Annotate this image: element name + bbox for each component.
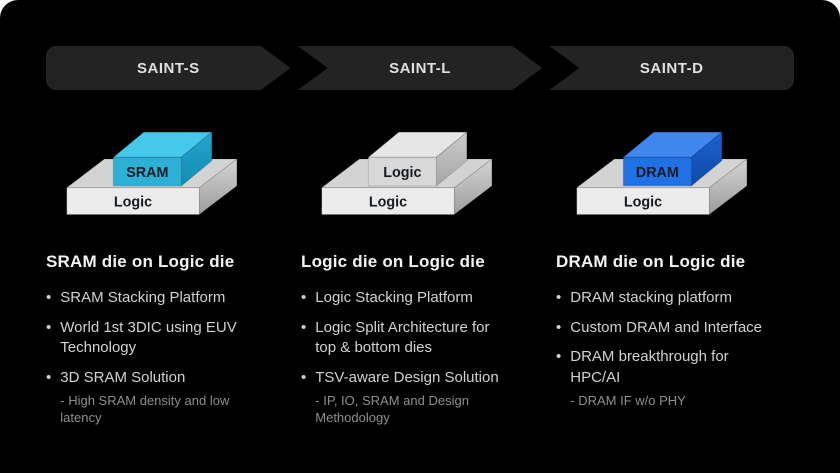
bottom-die-front-face [576,187,710,215]
stage-saint-s: SAINT-S [46,46,291,90]
column-heading: DRAM die on Logic die [556,252,746,271]
column-heading: Logic die on Logic die [301,252,485,271]
dram-on-logic-diagram: DRAM Logic [575,131,749,216]
bullet-item: • Logic Stacking Platform [301,288,538,309]
bottom-die-front-face [66,187,200,215]
bullet-text: TSV-aware Design Solution - IP, IO, SRAM… [315,368,513,427]
bullet-marker: • [46,318,52,336]
bullet-marker: • [301,369,307,387]
bullet-text: SRAM Stacking Platform [60,289,226,306]
bullet-item: • Logic Split Architecture for top & bot… [301,318,538,359]
bullet-item: • TSV-aware Design Solution - IP, IO, SR… [301,368,538,427]
bullet-item: • Custom DRAM and Interface [556,318,793,339]
stage-saint-s-label: SAINT-S [136,59,200,77]
bullet-list: • SRAM Stacking Platform • World 1st 3DI… [46,288,283,427]
bullet-main-text: TSV-aware Design Solution [315,369,499,387]
bullet-marker: • [556,348,562,366]
bullet-marker: • [301,289,307,306]
bullet-list: • DRAM stacking platform • Custom DRAM a… [556,288,793,409]
bullet-item: • 3D SRAM Solution - High SRAM density a… [46,368,283,427]
bullet-item: • SRAM Stacking Platform [46,288,283,309]
bottom-die-label: Logic [369,194,407,210]
top-die-label: DRAM [636,165,679,181]
column-saint-d: DRAM Logic DRAM die on Logic die • DRAM … [556,116,793,436]
stage-saint-l-label: SAINT-L [389,59,451,77]
sub-bullet-text: - IP, IO, SRAM and Design Methodology [315,392,469,426]
sram-on-logic-diagram: SRAM Logic [65,131,239,216]
bottom-die-front-face [321,187,455,215]
bullet-marker: • [556,318,562,336]
bullet-text: World 1st 3DIC using EUV Technology [60,318,237,357]
bullet-marker: • [46,289,52,306]
columns: SRAM Logic SRAM die on Logic die • SRAM … [0,90,840,436]
stage-saint-d-label: SAINT-D [639,59,704,77]
bullet-marker: • [556,289,562,306]
bullet-item: • DRAM stacking platform [556,288,793,309]
sub-bullet-text: - DRAM IF w/o PHY [570,392,686,408]
top-die-front-face [112,156,182,187]
bullet-text: Logic Stacking Platform [315,289,473,306]
logic-on-logic-diagram: Logic Logic [320,131,494,216]
top-die-front-face [367,156,437,187]
bottom-die-label: Logic [114,194,152,210]
bullet-marker: • [301,318,307,336]
bullet-main-text: DRAM breakthrough for HPC/AI [570,348,729,387]
bullet-text: 3D SRAM Solution - High SRAM density and… [60,368,258,427]
top-die-front-face [622,156,692,187]
bullet-item: • DRAM breakthrough for HPC/AI - DRAM IF… [556,347,793,409]
bottom-die-label: Logic [624,194,662,210]
process-bar: SAINT-S SAINT-L SAINT-D [46,46,794,90]
bullet-text: Logic Split Architecture for top & botto… [315,318,490,357]
column-saint-s: SRAM Logic SRAM die on Logic die • SRAM … [46,116,283,436]
bullet-text: DRAM breakthrough for HPC/AI - DRAM IF w… [570,347,768,409]
stage-saint-d: SAINT-D [549,46,794,90]
column-saint-l: Logic Logic Logic die on Logic die • Log… [301,116,538,436]
stage-saint-l: SAINT-L [298,46,543,90]
bullet-item: • World 1st 3DIC using EUV Technology [46,318,283,359]
bullet-text: Custom DRAM and Interface [570,318,763,336]
bullet-marker: • [46,369,52,387]
bullet-list: • Logic Stacking Platform • Logic Split … [301,288,538,427]
bullet-text: DRAM stacking platform [570,289,732,306]
top-die-label: SRAM [126,165,168,181]
top-die-label: Logic [383,165,421,181]
bullet-main-text: 3D SRAM Solution [60,369,186,387]
sub-bullet-text: - High SRAM density and low latency [60,392,230,426]
column-heading: SRAM die on Logic die [46,252,235,271]
